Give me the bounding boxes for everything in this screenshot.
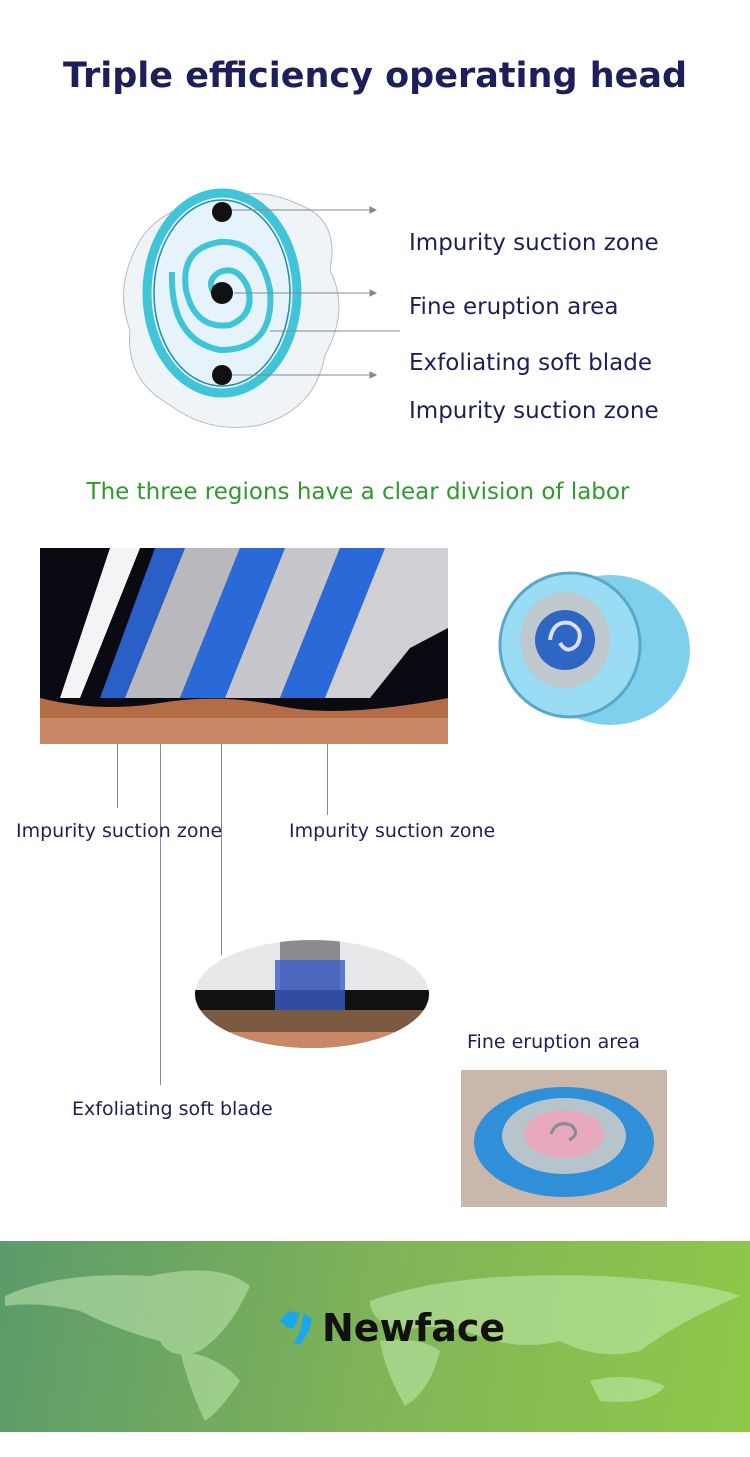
brand-name: Newface bbox=[322, 1306, 506, 1350]
label-fine-eruption: Fine eruption area bbox=[409, 294, 619, 320]
subtitle: The three regions have a clear division … bbox=[86, 479, 630, 505]
newface-logo-icon bbox=[280, 1311, 312, 1345]
label-fine-eruption-area: Fine eruption area bbox=[467, 1031, 641, 1053]
cross-section-image bbox=[40, 548, 448, 744]
operating-head-3d-image bbox=[498, 571, 690, 725]
operating-head-diagram bbox=[123, 188, 400, 428]
leader-line bbox=[221, 744, 222, 955]
label-impurity-suction-left: Impurity suction zone bbox=[16, 820, 223, 842]
world-map-graphic bbox=[5, 1270, 740, 1421]
label-impurity-suction-top: Impurity suction zone bbox=[409, 230, 659, 256]
page-title: Triple efficiency operating head bbox=[62, 56, 688, 96]
label-impurity-suction-bottom: Impurity suction zone bbox=[409, 398, 659, 424]
eruption-disc-image bbox=[461, 1070, 667, 1207]
label-exfoliating-soft-blade: Exfoliating soft blade bbox=[72, 1098, 273, 1120]
footer-banner bbox=[0, 1241, 750, 1432]
leader-line bbox=[327, 744, 328, 815]
leader-line bbox=[160, 744, 161, 1085]
leader-line bbox=[117, 744, 118, 808]
label-exfoliating-blade: Exfoliating soft blade bbox=[409, 350, 652, 376]
label-impurity-suction-right: Impurity suction zone bbox=[289, 820, 496, 842]
blade-closeup-image bbox=[195, 940, 429, 1048]
